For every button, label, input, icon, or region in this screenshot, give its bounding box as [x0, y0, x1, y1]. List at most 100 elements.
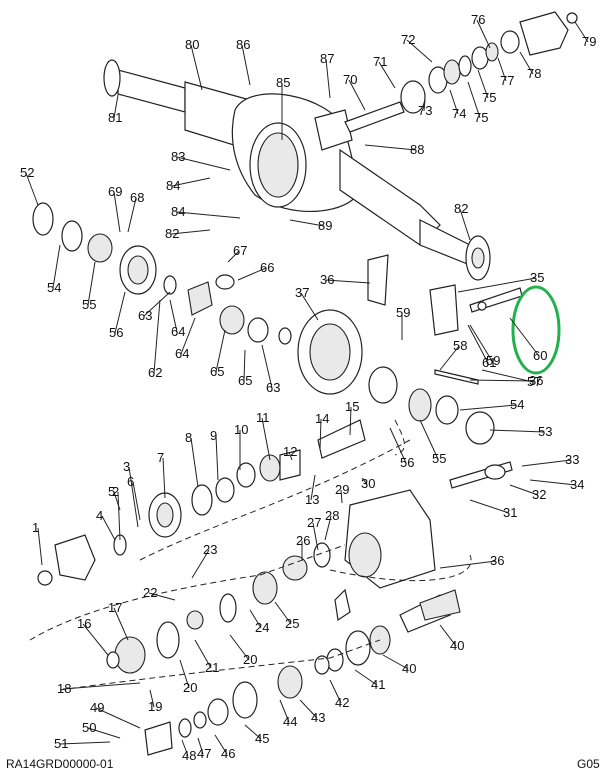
- sheet-code: G05: [577, 757, 600, 771]
- leader-line-84: [176, 211, 241, 219]
- leader-line-24: [249, 609, 262, 629]
- callout-16: 16: [77, 616, 91, 631]
- leader-line-55: [419, 419, 439, 460]
- leader-line-58: [439, 345, 460, 371]
- leader-line-87: [325, 58, 331, 99]
- callout-12: 12: [283, 444, 297, 459]
- leader-line-41: [354, 669, 378, 686]
- leader-line-81: [113, 94, 119, 119]
- callout-56: 56: [400, 455, 414, 470]
- leader-line-56: [389, 427, 407, 464]
- leader-line-22: [148, 592, 176, 601]
- leader-line-36: [469, 379, 536, 382]
- callout-30: 30: [361, 476, 375, 491]
- callout-29: 29: [335, 482, 349, 497]
- leader-line-43: [299, 699, 318, 719]
- leader-line-54: [459, 404, 517, 411]
- callout-85: 85: [276, 75, 290, 90]
- leader-line-65: [215, 329, 226, 373]
- lower-gear-train: [37, 419, 366, 586]
- leader-line-1: [37, 527, 43, 566]
- leader-line-57: [481, 369, 534, 383]
- leader-line-29: [340, 489, 343, 504]
- callout-75: 75: [482, 90, 496, 105]
- callout-28: 28: [325, 508, 339, 523]
- callout-87: 87: [320, 51, 334, 66]
- callout-51: 51: [54, 736, 68, 751]
- callout-74: 74: [452, 106, 466, 121]
- bearing-caps: [367, 254, 523, 385]
- callout-72: 72: [401, 32, 415, 47]
- callout-50: 50: [82, 720, 96, 735]
- callout-44: 44: [283, 714, 297, 729]
- leader-line-65: [243, 349, 246, 382]
- leader-line-17: [113, 607, 129, 641]
- callout-21: 21: [205, 660, 219, 675]
- callout-55: 55: [432, 451, 446, 466]
- leader-line-21: [194, 639, 212, 669]
- callout-40: 40: [402, 661, 416, 676]
- highlight-ring: [511, 285, 561, 375]
- leader-line-2: [117, 491, 121, 541]
- callout-75: 75: [474, 110, 488, 125]
- leader-line-60: [509, 317, 540, 357]
- leader-line-51: [59, 741, 111, 745]
- callout-71: 71: [373, 54, 387, 69]
- callout-24: 24: [255, 620, 269, 635]
- leader-line-56: [114, 291, 126, 334]
- leader-line-37: [300, 292, 319, 321]
- leader-line-69: [113, 191, 121, 233]
- callout-53: 53: [538, 424, 552, 439]
- callout-2: 2: [112, 484, 119, 499]
- leader-line-55: [87, 261, 96, 306]
- leader-line-74: [449, 89, 459, 115]
- left-bearing-group: [32, 202, 157, 295]
- callout-41: 41: [371, 677, 385, 692]
- leader-line-19: [149, 689, 155, 708]
- leader-line-18: [62, 682, 141, 690]
- leader-line-20: [179, 659, 190, 689]
- callout-1: 1: [32, 520, 39, 535]
- leader-line-12: [288, 451, 293, 461]
- callout-89: 89: [318, 218, 332, 233]
- leader-line-54: [52, 244, 61, 289]
- callout-82: 82: [165, 226, 179, 241]
- callout-26: 26: [296, 533, 310, 548]
- callout-20: 20: [183, 680, 197, 695]
- callout-64: 64: [171, 324, 185, 339]
- callout-82: 82: [454, 201, 468, 216]
- leader-line-15: [349, 406, 352, 436]
- leader-line-67: [227, 250, 240, 263]
- differential-gear-row: [163, 274, 495, 445]
- callout-43: 43: [311, 710, 325, 725]
- callout-3: 3: [123, 459, 130, 474]
- leader-line-33: [521, 459, 572, 467]
- callout-40: 40: [450, 638, 464, 653]
- leader-line-36: [439, 560, 497, 569]
- callout-36: 36: [529, 373, 543, 388]
- leader-line-45: [244, 724, 262, 740]
- leader-line-25: [274, 601, 292, 625]
- callout-4: 4: [96, 508, 103, 523]
- callout-36: 36: [320, 272, 334, 287]
- callout-48: 48: [182, 748, 196, 763]
- leader-line-16: [82, 623, 109, 656]
- callout-79: 79: [582, 34, 596, 49]
- callout-42: 42: [335, 695, 349, 710]
- leader-line-35: [457, 277, 537, 293]
- callout-20: 20: [243, 652, 257, 667]
- leader-line-53: [489, 429, 545, 433]
- callout-64: 64: [175, 346, 189, 361]
- callout-31: 31: [503, 505, 517, 520]
- callout-86: 86: [236, 37, 250, 52]
- callout-17: 17: [108, 600, 122, 615]
- callout-84: 84: [171, 204, 185, 219]
- leader-line-70: [348, 79, 366, 111]
- callout-81: 81: [108, 110, 122, 125]
- callout-15: 15: [345, 399, 359, 414]
- leader-line-32: [509, 484, 539, 496]
- leader-line-76: [476, 19, 491, 49]
- callout-45: 45: [255, 731, 269, 746]
